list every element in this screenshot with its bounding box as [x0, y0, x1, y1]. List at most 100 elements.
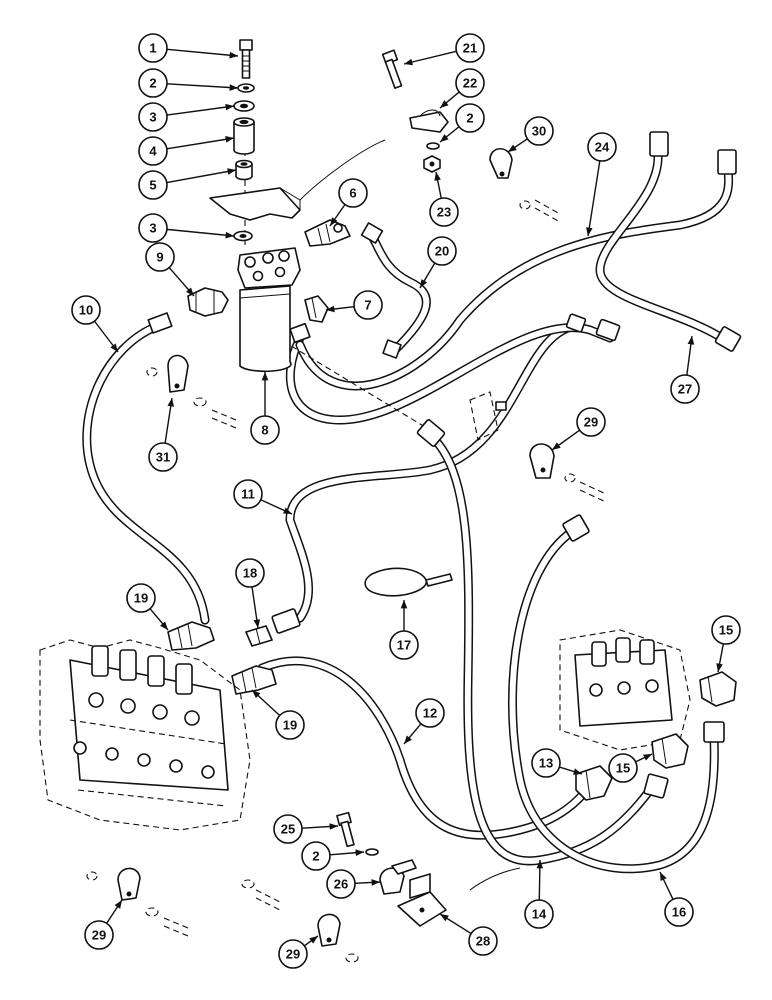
- callout-15: 15: [608, 753, 653, 783]
- callout-26: 26: [326, 869, 381, 899]
- callout-9: 9: [145, 242, 195, 297]
- callout-arrowhead: [225, 231, 234, 239]
- callout-arrowhead: [283, 507, 292, 514]
- callout-circle: [250, 415, 280, 445]
- fitting-19-lower: [231, 665, 277, 695]
- callout-arrowhead: [716, 663, 723, 672]
- callout-circle: [524, 116, 554, 146]
- callout-4: 4: [138, 136, 235, 166]
- hose-20: [367, 231, 431, 355]
- callout-12: 12: [403, 698, 445, 745]
- bolt-25: [336, 811, 355, 848]
- callout-number: 18: [243, 566, 257, 581]
- callout-20: 20: [419, 236, 457, 289]
- callout-arrowhead: [110, 343, 118, 352]
- callout-arrowhead: [160, 621, 168, 630]
- callout-circle: [278, 939, 308, 969]
- callout-circle: [301, 841, 331, 871]
- washer-2-low: [365, 848, 379, 856]
- callout-arrowhead: [643, 754, 652, 761]
- callout-circle: [233, 479, 263, 509]
- callout-arrowhead: [440, 134, 449, 142]
- callout-leader-line: [403, 50, 457, 65]
- callout-10: 10: [71, 295, 119, 353]
- callout-number: 20: [435, 244, 449, 259]
- callout-number: 4: [149, 144, 157, 159]
- callout-number: 9: [156, 250, 163, 265]
- callout-arrowhead: [371, 879, 380, 886]
- elbow-7: [304, 295, 329, 323]
- callout-circle: [427, 236, 457, 266]
- callout-number: 21: [463, 41, 477, 56]
- callout-circle: [531, 748, 561, 778]
- callout-arrowhead: [440, 914, 449, 922]
- callout-circle: [138, 170, 168, 200]
- callout-arrowhead: [253, 619, 261, 628]
- callout-arrowhead: [420, 279, 428, 288]
- callout-3: 3: [138, 102, 235, 132]
- callout-circle: [415, 698, 445, 728]
- callout-3: 3: [138, 213, 235, 243]
- callout-arrowhead: [573, 768, 582, 775]
- callout-27: 27: [670, 335, 700, 404]
- hose-14: [425, 430, 655, 866]
- elbow-15-lower: [651, 733, 689, 769]
- callout-number: 7: [364, 298, 371, 313]
- callout-18: 18: [235, 558, 265, 629]
- callout-25: 25: [273, 814, 339, 844]
- callout-arrowhead: [186, 287, 194, 296]
- callout-circle: [138, 102, 168, 132]
- callout-28: 28: [439, 913, 498, 956]
- callout-arrowhead: [508, 144, 517, 152]
- callout-circle: [338, 178, 368, 208]
- callout-arrowhead: [114, 900, 122, 909]
- callout-number: 8: [261, 423, 268, 438]
- bushing-5: [235, 159, 253, 181]
- callout-circle: [670, 374, 700, 404]
- callout-number: 23: [437, 205, 451, 220]
- callout-number: 29: [286, 947, 300, 962]
- callout-circle: [138, 33, 168, 63]
- callout-leader-line: [166, 48, 239, 57]
- hose-27: [595, 150, 730, 345]
- callout-number: 15: [616, 761, 630, 776]
- callout-1: 1: [138, 33, 239, 63]
- callout-number: 6: [349, 186, 356, 201]
- callout-circle: [71, 295, 101, 325]
- callout-16: 16: [659, 871, 694, 927]
- callout-number: 16: [672, 905, 686, 920]
- callout-arrowhead: [225, 103, 234, 111]
- callout-30: 30: [507, 116, 554, 153]
- callout-arrowhead: [355, 849, 364, 856]
- callout-circle: [145, 242, 175, 272]
- bolt-21: [381, 49, 403, 89]
- callout-circle: [587, 132, 617, 162]
- callout-arrowhead: [687, 336, 695, 345]
- callout-6: 6: [329, 178, 368, 227]
- callout-number: 13: [539, 756, 553, 771]
- callout-arrowhead: [225, 136, 234, 143]
- callout-circle: [664, 897, 694, 927]
- clip-22: [409, 109, 449, 133]
- callout-number: 19: [283, 718, 297, 733]
- callout-arrowhead: [404, 735, 412, 744]
- callout-circle: [138, 136, 168, 166]
- control-valve-right: [559, 629, 691, 751]
- callout-circle: [468, 926, 498, 956]
- callout-leader-line: [166, 137, 235, 150]
- callout-29: 29: [551, 407, 606, 451]
- callout-number: 5: [149, 178, 156, 193]
- callout-circle: [138, 213, 168, 243]
- washer-3-top: [233, 100, 255, 112]
- callout-number: 28: [476, 934, 490, 949]
- callout-circle: [126, 583, 156, 613]
- callout-21: 21: [403, 33, 485, 66]
- hose-24: [295, 165, 734, 391]
- hose-10: [82, 320, 210, 625]
- callout-number: 25: [281, 822, 295, 837]
- bracket-28: [397, 873, 447, 927]
- callout-number: 24: [595, 140, 610, 155]
- bolt-30-hardware: [519, 199, 561, 223]
- callout-19: 19: [126, 583, 169, 631]
